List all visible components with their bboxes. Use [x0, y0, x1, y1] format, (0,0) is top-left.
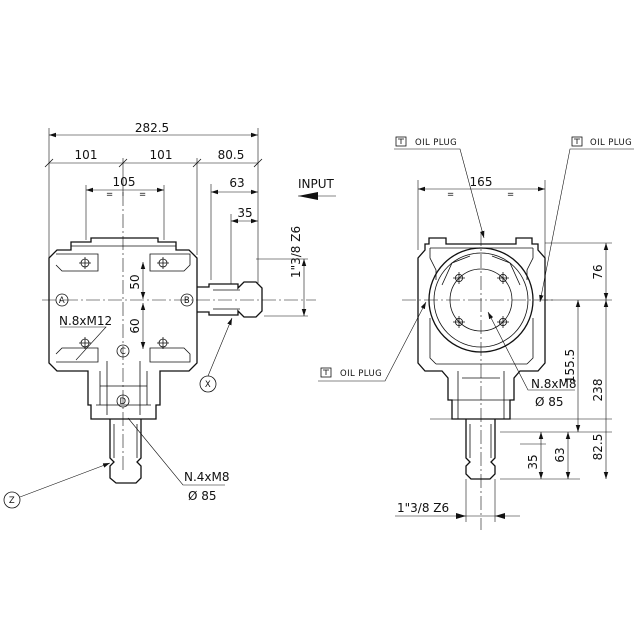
dimension-lines-right — [395, 186, 609, 519]
marker-d: D — [116, 394, 130, 408]
dimension-lines — [49, 132, 308, 349]
oil-plug-callout-top-right: OIL PLUG — [539, 136, 634, 303]
centerlines-right — [402, 232, 556, 530]
dim-seg-1: 101 — [75, 148, 98, 162]
left-view: 282.5 101 101 80.5 105 = = 63 35 50 60 1… — [3, 121, 336, 509]
marker-b: B — [180, 293, 194, 307]
dim-overall: 282.5 — [135, 121, 169, 135]
dim-shaft-key: 35 — [237, 206, 252, 220]
dim-upper-offset: 50 — [128, 274, 142, 289]
extension-lines-right — [417, 180, 612, 522]
right-view: OIL PLUG OIL PLUG OIL PLUG — [318, 136, 634, 530]
svg-text:C: C — [120, 347, 126, 357]
dim-seg-2: 101 — [150, 148, 173, 162]
dim-total-height: 238 — [591, 379, 605, 402]
dim-bolt-span: 105 — [113, 175, 136, 189]
bolt-holes-left — [79, 257, 169, 349]
svg-text:OIL PLUG: OIL PLUG — [415, 138, 457, 148]
extension-lines — [48, 128, 259, 284]
dim-center-height: 155.5 — [563, 349, 577, 383]
dim-shaft-length: 63 — [229, 176, 244, 190]
marker-a: A — [55, 293, 69, 307]
svg-text:OIL PLUG: OIL PLUG — [590, 138, 632, 148]
spline-spec-right: 1"3/8 Z6 — [397, 501, 449, 515]
bolt-note-right: N.8xM8 — [531, 377, 577, 391]
marker-c: C — [116, 344, 130, 358]
svg-text:=: = — [106, 190, 114, 200]
centerlines — [42, 192, 316, 470]
svg-text:=: = — [507, 190, 515, 200]
flange-diameter-note: Ø 85 — [188, 489, 217, 503]
dim-shaft-length-right: 63 — [553, 447, 567, 462]
svg-text:D: D — [120, 397, 127, 407]
spline-spec: 1"3/8 Z6 — [289, 226, 303, 278]
dim-key-length-right: 35 — [526, 454, 540, 469]
dimension-ticks — [44, 158, 263, 168]
flange-bolts-note: N.4xM8 — [184, 470, 230, 484]
oil-plug-callout-top-left: OIL PLUG — [394, 136, 485, 239]
svg-text:=: = — [447, 190, 455, 200]
dim-shaft-height: 82.5 — [591, 434, 605, 461]
svg-text:=: = — [139, 190, 147, 200]
dim-seg-3: 80.5 — [218, 148, 245, 162]
input-shaft — [197, 281, 263, 318]
leaders-left — [19, 317, 233, 498]
oil-plug-callout-bottom: OIL PLUG — [318, 301, 427, 382]
dim-top-height: 76 — [591, 264, 605, 279]
input-label: INPUT — [298, 177, 335, 191]
svg-text:Z: Z — [9, 496, 15, 506]
output-shaft — [109, 419, 142, 484]
bolt-holes-right — [453, 272, 509, 328]
svg-text:X: X — [205, 380, 211, 390]
svg-text:A: A — [59, 296, 65, 306]
flange — [428, 247, 534, 353]
bolt-note-right-leader — [487, 311, 575, 391]
dim-width: 165 — [470, 175, 493, 189]
marker-x: X — [199, 375, 217, 393]
svg-text:B: B — [184, 296, 190, 306]
bolt-note-left: N.8xM12 — [59, 314, 112, 328]
input-arrow — [298, 192, 336, 200]
gearbox-body — [48, 237, 198, 420]
bolt-diameter-right: Ø 85 — [535, 395, 564, 409]
marker-z: Z — [3, 491, 21, 509]
dim-lower-offset: 60 — [128, 318, 142, 333]
svg-text:OIL PLUG: OIL PLUG — [340, 369, 382, 379]
output-shaft-right — [465, 419, 496, 480]
